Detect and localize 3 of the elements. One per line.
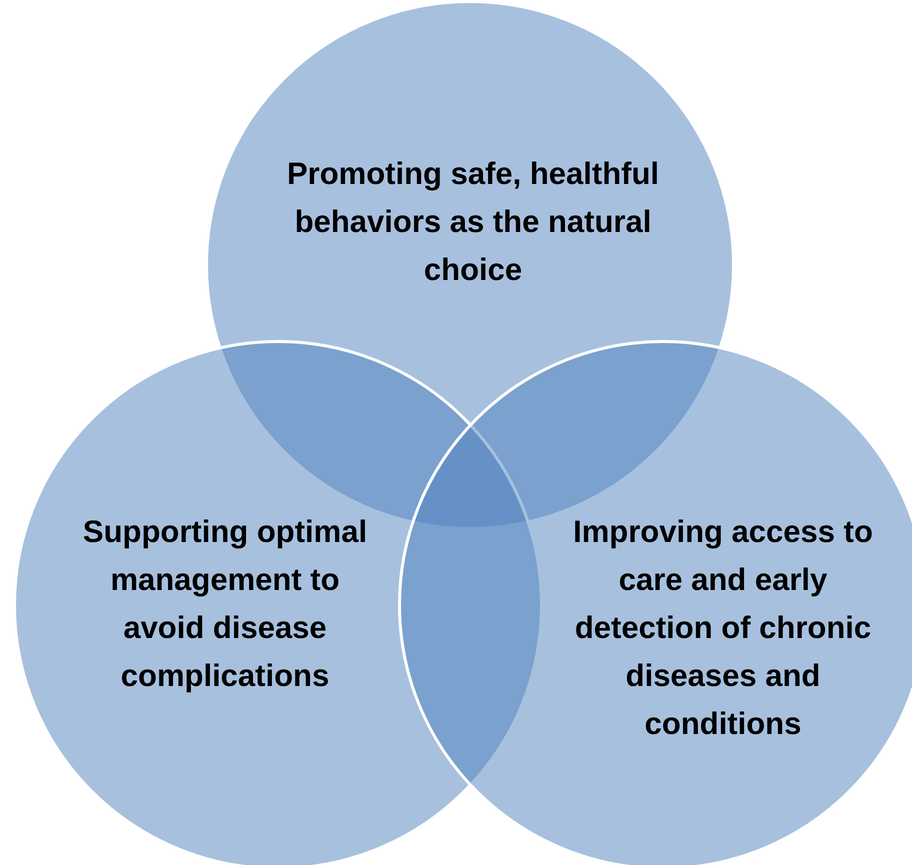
circle-label: Improving access to care and early detection of chronic diseases and conditions <box>572 513 874 743</box>
circle-label: Supporting optimal management to avoid disease complications <box>82 513 368 695</box>
circle-label: Promoting safe, healthful behaviors as the natural choice <box>286 155 660 289</box>
